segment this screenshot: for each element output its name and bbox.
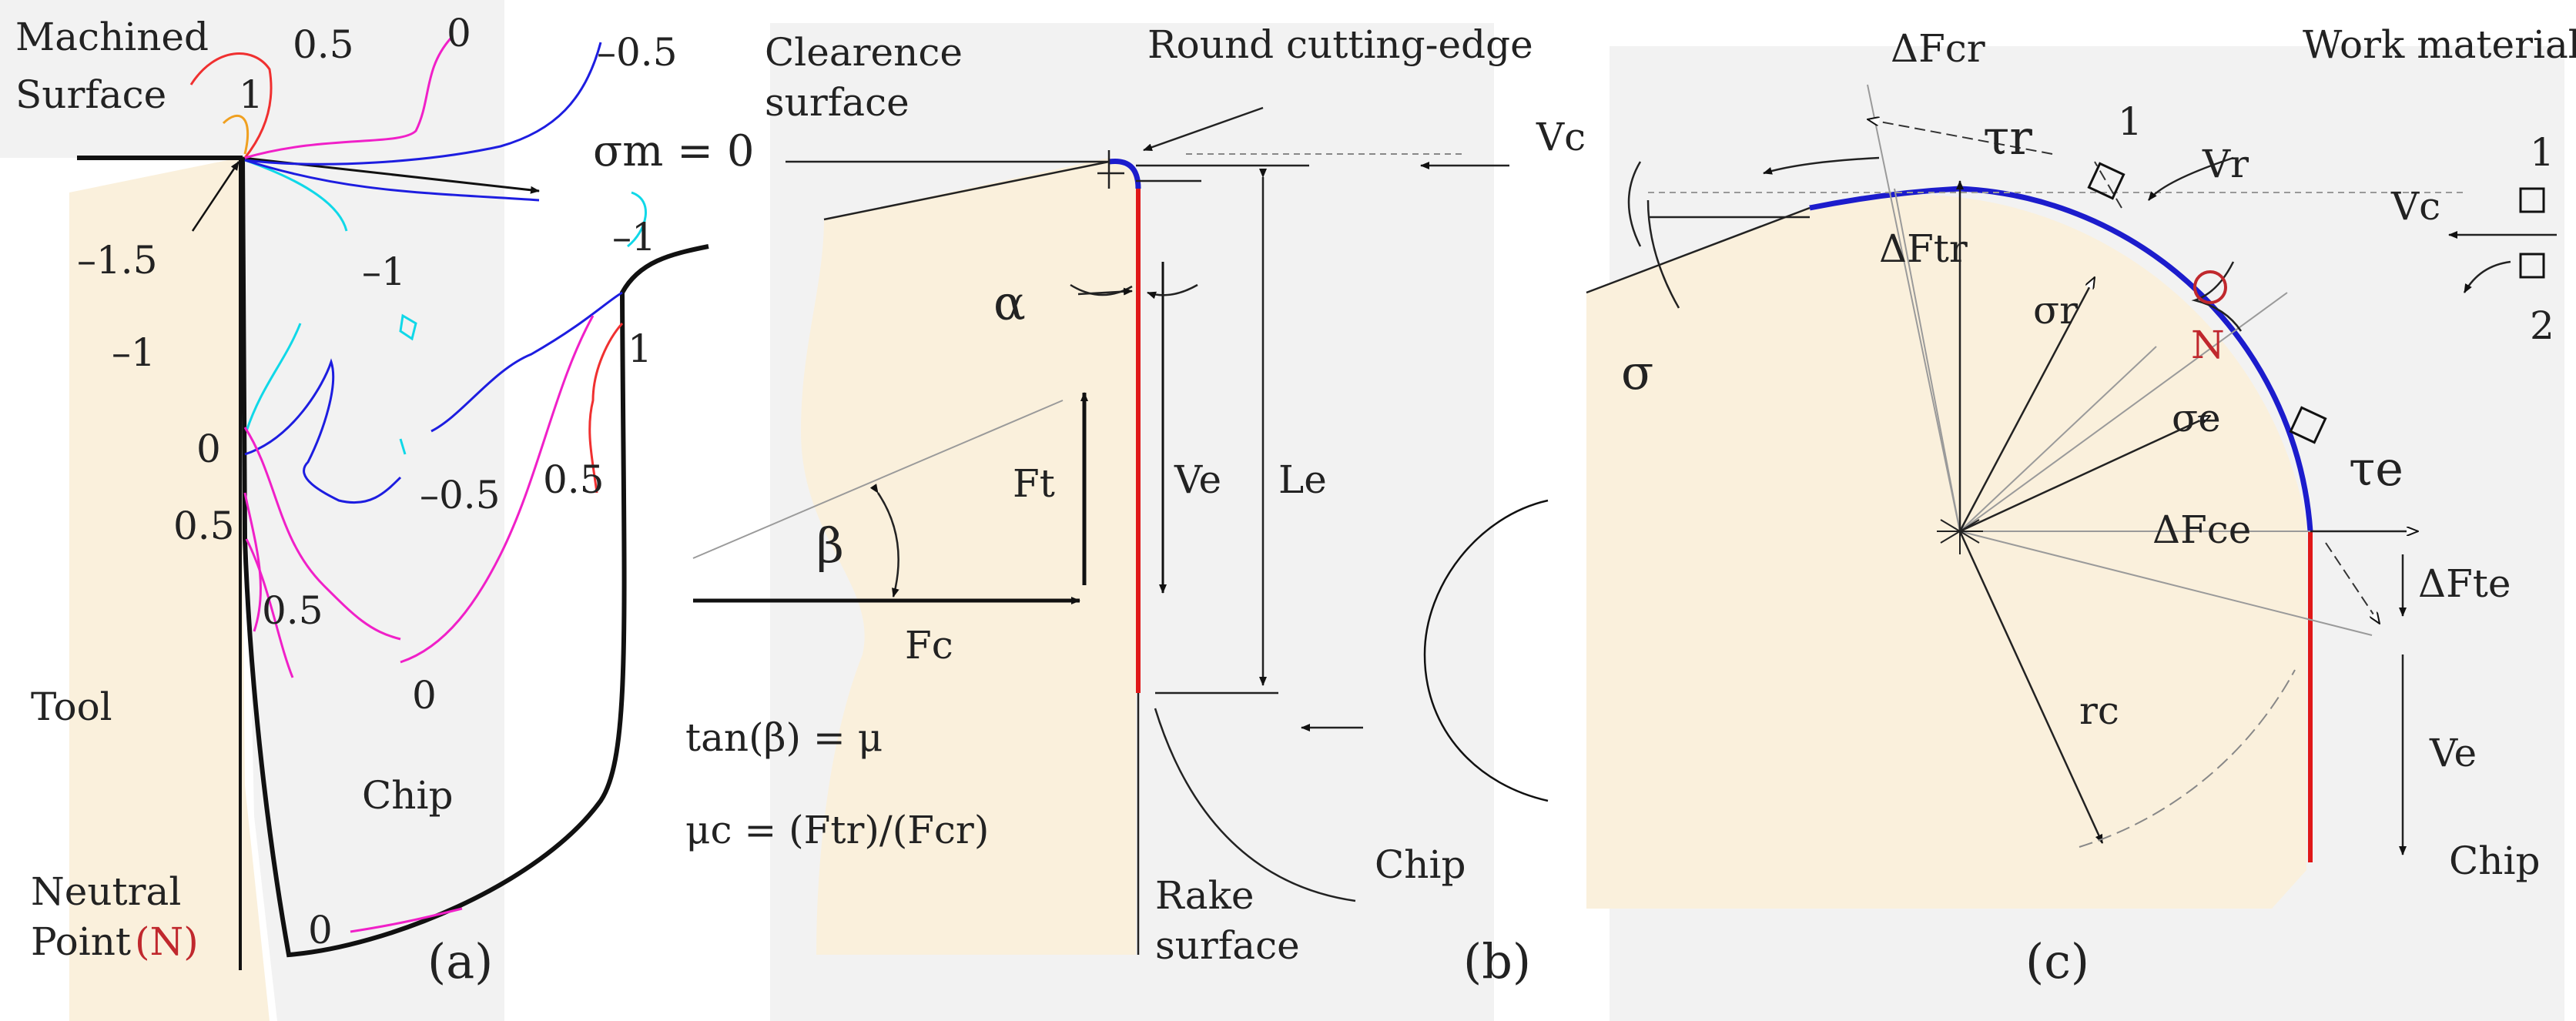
caption-c: (c): [2025, 933, 2089, 989]
label-vc: Vc: [2390, 184, 2440, 229]
contour-value: 0.5: [543, 457, 605, 502]
panel-b: Clearence surface Round cutting-edge Vc …: [685, 22, 1586, 1021]
panel-a: Machined Surface 0.5 0 –0.5 1 σm = 0 –1.…: [0, 0, 754, 1021]
contour-value: –0.5: [420, 473, 501, 517]
label-alpha: α: [993, 275, 1026, 331]
neutral-point-marker: [2193, 270, 2227, 304]
label-sigma-e: σe: [2172, 396, 2221, 440]
contour-value: 0: [447, 11, 471, 55]
label-rc: rc: [2079, 688, 2119, 733]
label-ve: Ve: [1174, 457, 1221, 502]
panel-c: Work material ΔFcr τr 1 Vr Vc ΔFtr σr N …: [1586, 22, 2576, 1021]
panel-a-chip-outline: [240, 157, 709, 958]
label-tan-eq: tan(β) = μ: [685, 715, 883, 760]
contour-value: –1: [112, 330, 156, 375]
label-dfte: ΔFte: [2418, 561, 2511, 606]
label-point: Point: [31, 919, 131, 964]
contour-value: 0.5: [173, 504, 235, 548]
label-right-2: 2: [2530, 303, 2554, 348]
contour-value: 0.5: [293, 22, 354, 67]
caption-a: (a): [427, 933, 493, 989]
label-tool: Tool: [31, 685, 112, 729]
contour-value: 0: [196, 427, 221, 471]
panel-b-tool-region: [801, 158, 1136, 955]
label-n: (N): [135, 919, 199, 964]
label-chip: Chip: [2449, 839, 2540, 883]
contour-value: –1: [612, 215, 656, 259]
label-rake-surface: surface: [1155, 923, 1300, 968]
panel-b-text: Clearence surface Round cutting-edge Vc …: [685, 22, 1586, 989]
label-vr: Vr: [2202, 142, 2249, 186]
label-fc: Fc: [905, 623, 953, 668]
label-clearence: Clearence: [765, 30, 963, 75]
label-chip: Chip: [1375, 842, 1466, 887]
label-rake: Rake: [1155, 873, 1255, 918]
label-dfcr: ΔFcr: [1891, 26, 1985, 71]
label-tau-r: τr: [1983, 109, 2032, 166]
panel-a-chip-region: [240, 158, 504, 1021]
label-ve: Ve: [2429, 731, 2477, 775]
label-sigma-m: σm = 0: [593, 126, 754, 176]
panel-a-contours: [189, 38, 647, 933]
label-chip: Chip: [362, 773, 453, 818]
contour-value: 0.5: [262, 588, 323, 633]
panel-a-pointer: [191, 161, 240, 232]
label-tau-e: τe: [2349, 440, 2403, 497]
caption-b: (b): [1463, 933, 1531, 989]
panel-c-radials: [1867, 84, 2373, 636]
label-work-material: Work material: [2303, 22, 2576, 67]
panel-b-round-edge: [1108, 158, 1141, 189]
panel-a-tool-region: [69, 158, 270, 1021]
label-surface: Surface: [15, 72, 166, 117]
panel-c-text: Work material ΔFcr τr 1 Vr Vc ΔFtr σr N …: [1621, 22, 2576, 989]
label-sigma-r: σr: [2033, 288, 2078, 333]
contour-value: –1: [362, 249, 406, 294]
panel-c-tool-region: [1586, 194, 2306, 909]
label-le: Le: [1278, 457, 1327, 502]
contour-value: 0: [412, 673, 437, 718]
label-beta: β: [816, 517, 844, 574]
label-right-1: 1: [2530, 130, 2554, 175]
label-dfce: ΔFce: [2152, 507, 2251, 552]
contour-value: 0: [308, 908, 333, 952]
label-machined: Machined: [15, 15, 209, 59]
contour-value: 1: [239, 72, 263, 117]
panel-a-work-background: [0, 0, 504, 158]
label-one: 1: [2118, 99, 2142, 144]
label-neutral: Neutral: [31, 869, 181, 914]
label-round-edge: Round cutting-edge: [1147, 22, 1533, 67]
label-ft: Ft: [1013, 461, 1055, 506]
contour-value: –0.5: [597, 30, 678, 75]
label-mu-eq: μc = (Ftr)/(Fcr): [685, 808, 989, 852]
label-n: N: [2191, 323, 2225, 367]
label-vc: Vc: [1536, 115, 1586, 159]
panel-b-chip-notch: [1423, 499, 1549, 802]
label-sigma: σ: [1621, 344, 1653, 400]
label-dftr: ΔFtr: [1879, 226, 1968, 271]
contour-value: –1.5: [77, 238, 158, 283]
label-surface: surface: [765, 80, 909, 125]
panel-c-round-edge: [1809, 186, 2313, 532]
contour-value: 1: [628, 326, 652, 371]
panel-a-text: Machined Surface 0.5 0 –0.5 1 σm = 0 –1.…: [15, 11, 754, 989]
